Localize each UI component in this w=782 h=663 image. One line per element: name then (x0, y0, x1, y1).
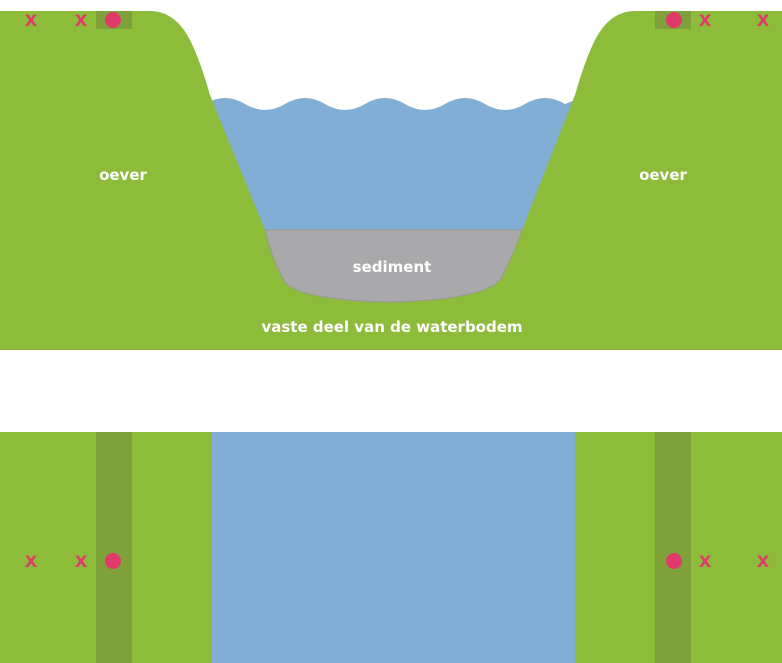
cross-section-diagram: X X X X oever oever sediment vaste deel … (0, 11, 782, 350)
x-marker-icon: X (757, 552, 770, 571)
x-marker-icon: X (75, 552, 88, 571)
x-marker-icon: X (25, 11, 38, 30)
x-marker-icon: X (699, 552, 712, 571)
dot-marker-icon (666, 553, 682, 569)
x-marker-icon: X (25, 552, 38, 571)
top-view-diagram: X X X X (0, 432, 782, 663)
sediment-label: sediment (353, 258, 432, 276)
left-strip (96, 432, 132, 663)
water-body (205, 98, 575, 240)
waterbed-label: vaste deel van de waterbodem (261, 318, 522, 336)
dot-marker-icon (666, 12, 682, 28)
left-bank-label: oever (99, 166, 147, 184)
water-area (212, 432, 575, 663)
right-bank-label: oever (639, 166, 687, 184)
sediment-layer (264, 229, 523, 303)
dot-marker-icon (105, 12, 121, 28)
right-strip (655, 432, 691, 663)
x-marker-icon: X (75, 11, 88, 30)
x-marker-icon: X (757, 11, 770, 30)
x-marker-icon: X (699, 11, 712, 30)
ground (0, 11, 782, 350)
dot-marker-icon (105, 553, 121, 569)
